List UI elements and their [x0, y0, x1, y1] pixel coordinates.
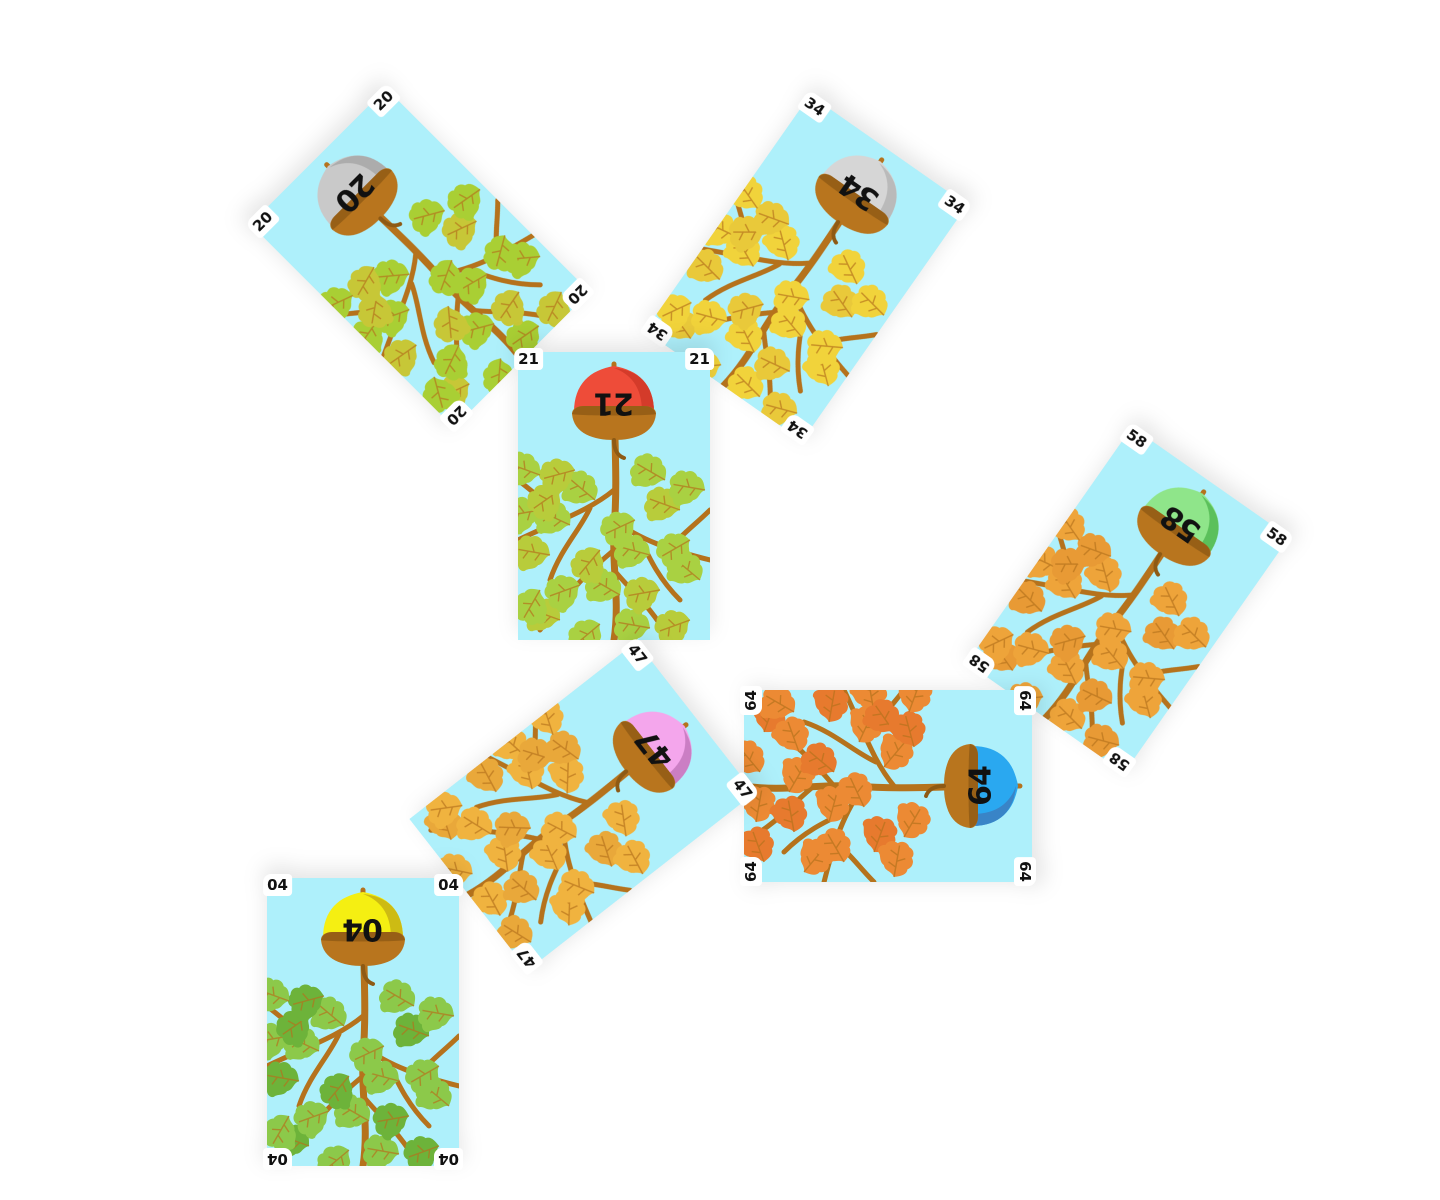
acorn-icon: [321, 887, 405, 986]
acorn-card-21[interactable]: 21 21 21: [514, 348, 714, 640]
acorn-icon: [1137, 487, 1219, 577]
acorn-icon: [572, 361, 656, 460]
corner-number-bl: 64: [1014, 857, 1036, 886]
corner-number-br: 21: [514, 348, 543, 370]
acorn-icon: [612, 711, 692, 793]
corner-number-bl: 04: [434, 874, 463, 896]
acorn-icon: [924, 744, 1023, 828]
acorn-icon: [317, 155, 403, 236]
corner-number-br: 04: [263, 874, 292, 896]
card-number: 64: [963, 766, 999, 806]
card-number: 21: [594, 385, 634, 421]
corner-number-br: 64: [1014, 686, 1036, 715]
card-number: 04: [343, 911, 383, 947]
card-artwork: [267, 878, 459, 1166]
card-artwork: [644, 94, 968, 442]
card-artwork: [518, 352, 710, 640]
corner-number-tl: 04: [434, 1148, 463, 1170]
corner-number-bl: 21: [685, 348, 714, 370]
acorn-card-04[interactable]: 04 04 04 04 04: [263, 874, 463, 1170]
acorn-card-64[interactable]: 64 64 64 64 64: [740, 686, 1036, 886]
corner-number-tr: 04: [263, 1148, 292, 1170]
card-artwork: [744, 690, 1032, 882]
corner-number-tr: 64: [740, 686, 762, 715]
card-artwork: [409, 641, 755, 971]
acorn-icon: [815, 155, 897, 245]
corner-number-tl: 64: [740, 857, 762, 886]
